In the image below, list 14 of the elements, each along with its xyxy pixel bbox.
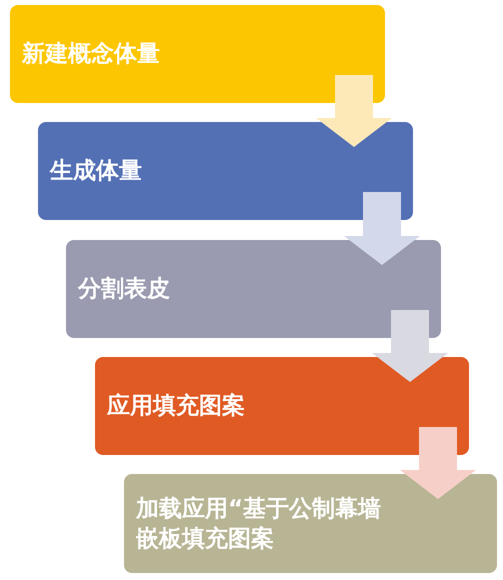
step-label: 应用填充图案 bbox=[107, 392, 245, 421]
process-box bbox=[66, 240, 441, 338]
down-arrow bbox=[372, 310, 448, 382]
process-box bbox=[10, 5, 385, 103]
step-label: 生成体量 bbox=[50, 157, 142, 186]
step-label: 分割表皮 bbox=[78, 275, 170, 304]
step-label: 加载应用“基于公制幕墙嵌板填充图案 bbox=[136, 494, 382, 554]
step-label: 新建概念体量 bbox=[22, 40, 160, 69]
down-arrow bbox=[400, 427, 476, 499]
down-arrow bbox=[316, 75, 392, 147]
down-arrow bbox=[344, 192, 420, 265]
process-box bbox=[38, 122, 413, 220]
process-box bbox=[95, 357, 469, 455]
process-box bbox=[124, 474, 497, 573]
